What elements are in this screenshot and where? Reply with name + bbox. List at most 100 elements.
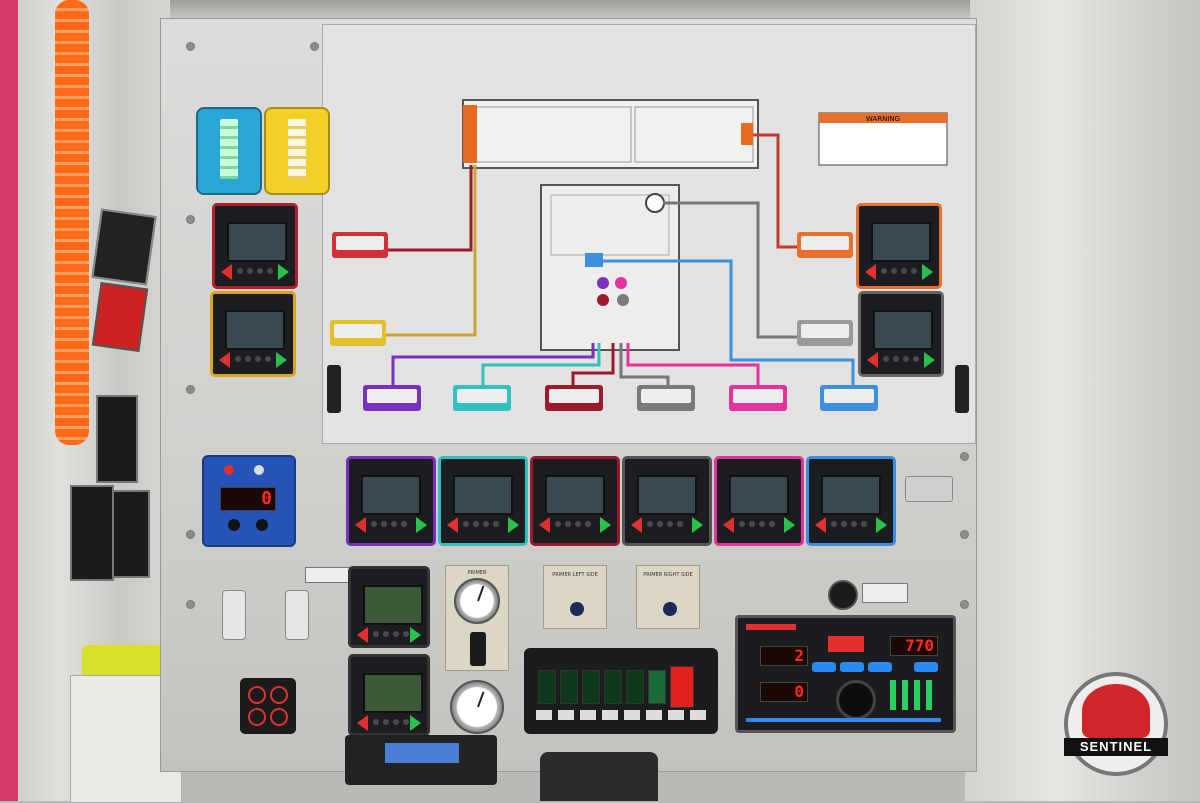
arrow-left-icon[interactable] xyxy=(355,517,366,533)
pressure-dial-icon xyxy=(454,578,500,624)
discharge-gauge-grey[interactable] xyxy=(858,291,944,377)
arrow-left-icon[interactable] xyxy=(221,264,232,280)
discharge-gauge-yellow[interactable] xyxy=(210,291,296,377)
rocker-switch-icon[interactable] xyxy=(648,670,666,704)
knob-icon[interactable] xyxy=(256,519,268,531)
governor-button-blue[interactable] xyxy=(840,662,864,672)
knob-icon[interactable] xyxy=(836,680,876,720)
schematic-latch-left[interactable] xyxy=(327,365,341,413)
arrow-right-icon[interactable] xyxy=(508,517,519,533)
rocker-switch-icon[interactable] xyxy=(560,670,578,704)
discharge-label-text xyxy=(336,236,384,250)
arrow-right-icon[interactable] xyxy=(784,517,795,533)
arrow-left-icon[interactable] xyxy=(867,352,878,368)
top-rail xyxy=(170,0,970,22)
pressure-governor[interactable]: 2 770 0 xyxy=(735,615,956,733)
pressure-readout: 0 xyxy=(220,487,276,511)
arrow-left-icon[interactable] xyxy=(219,352,230,368)
schematic-latch-right[interactable] xyxy=(955,365,969,413)
governor-readout-right-top: 770 xyxy=(890,636,938,656)
warning-label-text: WARNING xyxy=(866,115,900,123)
discharge-gauge-orange[interactable] xyxy=(856,203,942,289)
gauge-screen xyxy=(227,222,287,262)
primer-right-button[interactable] xyxy=(663,602,677,616)
discharge-gauge-purple[interactable] xyxy=(346,456,436,546)
truck-outline xyxy=(462,99,759,169)
discharge-gauge-magenta[interactable] xyxy=(714,456,804,546)
arrow-left-icon[interactable] xyxy=(815,517,826,533)
rocker-switch-icon[interactable] xyxy=(582,670,600,704)
indicator-light-icon xyxy=(288,119,306,179)
rocker-switch-red[interactable] xyxy=(670,666,694,708)
arrow-right-icon[interactable] xyxy=(276,352,287,368)
pump-blue-block xyxy=(585,253,603,267)
outlet-port[interactable] xyxy=(248,708,266,726)
rocker-switch-icon[interactable] xyxy=(604,670,622,704)
line-blue xyxy=(603,259,855,385)
tank-level-indicator-foam xyxy=(264,107,330,195)
usb-power-outlet[interactable] xyxy=(240,678,296,734)
drain-valve-right[interactable] xyxy=(285,590,309,640)
radio-unit[interactable] xyxy=(345,735,497,785)
discharge-label-purple xyxy=(363,385,421,411)
line-grey-front xyxy=(663,201,801,339)
arrow-right-icon[interactable] xyxy=(876,517,887,533)
gauge-screen xyxy=(453,475,513,515)
tank-level-indicator-water xyxy=(196,107,262,195)
arrow-right-icon[interactable] xyxy=(924,352,935,368)
primer-left-button[interactable] xyxy=(570,602,584,616)
arrow-left-icon[interactable] xyxy=(631,517,642,533)
governor-bottom-bar xyxy=(746,718,941,722)
knob-icon[interactable] xyxy=(828,580,858,610)
arrow-right-icon[interactable] xyxy=(600,517,611,533)
intake-gauge-lower[interactable] xyxy=(348,654,430,736)
gauge-screen xyxy=(363,585,423,625)
arrow-right-icon[interactable] xyxy=(278,264,289,280)
outlet-port[interactable] xyxy=(248,686,266,704)
arrow-left-icon[interactable] xyxy=(539,517,550,533)
arrow-left-icon[interactable] xyxy=(357,715,368,731)
governor-button-blue[interactable] xyxy=(914,662,938,672)
drain-valve-left[interactable] xyxy=(222,590,246,640)
knob-icon[interactable] xyxy=(228,519,240,531)
primer-left-placard: PRIMER LEFT SIDE xyxy=(543,565,607,629)
line-yellow-rear xyxy=(383,165,477,337)
logo-emblem xyxy=(1082,684,1150,738)
arrow-left-icon[interactable] xyxy=(723,517,734,533)
discharge-gauge-blue[interactable] xyxy=(806,456,896,546)
gauge-screen xyxy=(821,475,881,515)
discharge-gauge-maroon-2[interactable] xyxy=(530,456,620,546)
arrow-right-icon[interactable] xyxy=(692,517,703,533)
outlet-port[interactable] xyxy=(270,686,288,704)
schematic-diagram: WARNING xyxy=(383,99,948,385)
discharge-label-text xyxy=(733,389,783,403)
arrow-right-icon[interactable] xyxy=(410,627,421,643)
rocker-switch-icon[interactable] xyxy=(626,670,644,704)
primer-right-placard: PRIMER RIGHT SIDE xyxy=(636,565,700,629)
gauge-screen xyxy=(363,673,423,713)
governor-button-blue[interactable] xyxy=(812,662,836,672)
primer-switch[interactable] xyxy=(470,632,486,666)
arrow-left-icon[interactable] xyxy=(357,627,368,643)
intake-gauge-upper[interactable] xyxy=(348,566,430,648)
discharge-gauge-teal[interactable] xyxy=(438,456,528,546)
arrow-left-icon[interactable] xyxy=(447,517,458,533)
arrow-right-icon[interactable] xyxy=(410,715,421,731)
pressure-display[interactable]: 0 xyxy=(202,455,296,547)
panel-screw xyxy=(186,215,195,224)
discharge-gauge-maroon[interactable] xyxy=(212,203,298,289)
rocker-switch-panel xyxy=(524,648,718,734)
arrow-left-icon[interactable] xyxy=(865,264,876,280)
outlet-port[interactable] xyxy=(270,708,288,726)
panel-screw xyxy=(186,385,195,394)
discharge-label-text xyxy=(334,324,382,338)
valve-maroon xyxy=(597,294,609,306)
governor-button-blue[interactable] xyxy=(868,662,892,672)
discharge-label-grey-2 xyxy=(637,385,695,411)
rocker-switch-icon[interactable] xyxy=(538,670,556,704)
arrow-right-icon[interactable] xyxy=(416,517,427,533)
discharge-gauge-grey-2[interactable] xyxy=(622,456,712,546)
arrow-right-icon[interactable] xyxy=(922,264,933,280)
primer-left-label: PRIMER LEFT SIDE xyxy=(552,572,598,578)
panel-clip[interactable] xyxy=(905,476,953,502)
